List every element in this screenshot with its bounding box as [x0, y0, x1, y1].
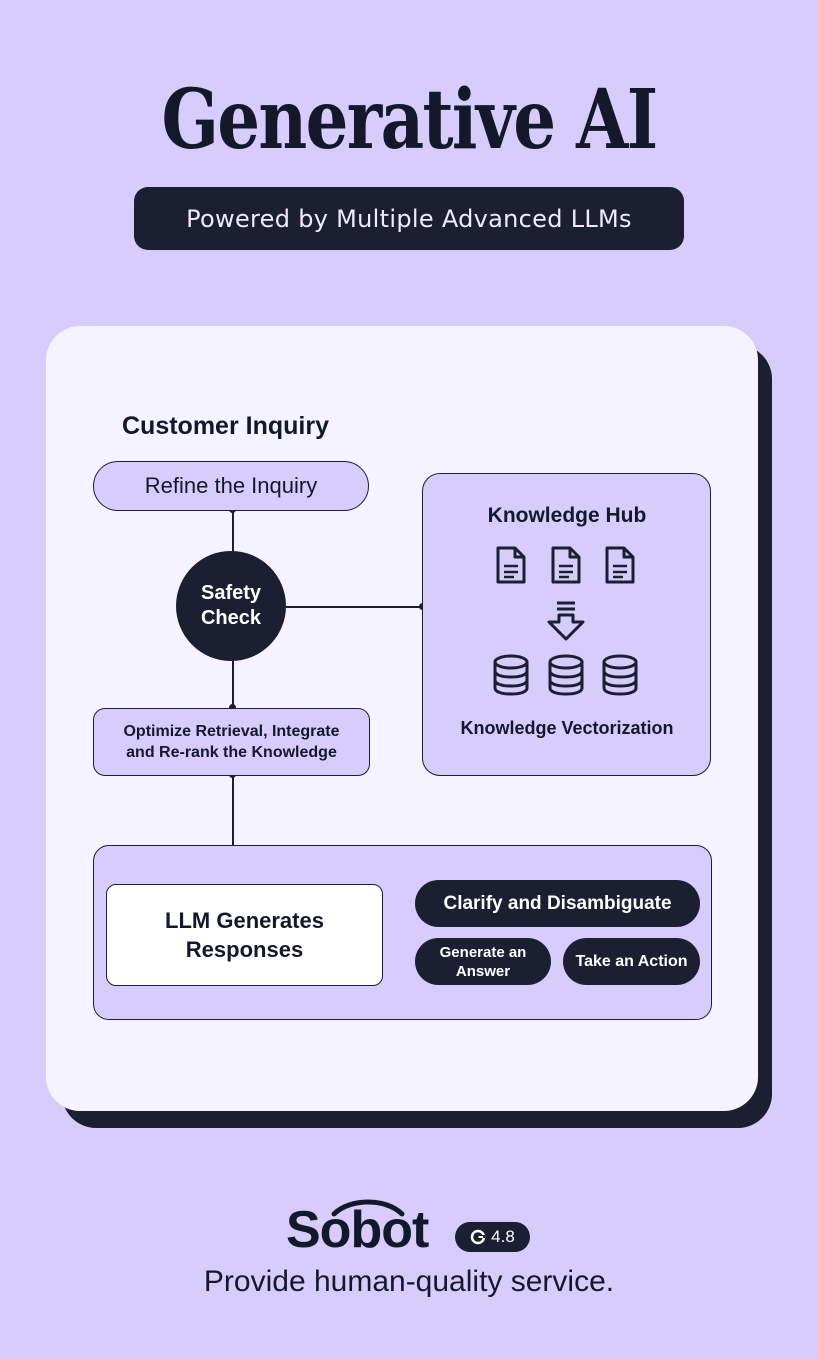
page-title: Generative AI — [161, 72, 658, 168]
document-icon — [496, 546, 526, 584]
take-action-label: Take an Action — [575, 952, 688, 970]
connector-safety-optimize — [232, 660, 234, 708]
optimize-line2: and Re-rank the Knowledge — [126, 744, 337, 761]
connector-optimize-llm — [232, 774, 234, 884]
optimize-retrieval-node: Optimize Retrieval, Integrate and Re-ran… — [93, 708, 370, 776]
safety-check-line2: Check — [200, 607, 262, 629]
safety-check-line1: Safety — [200, 582, 262, 604]
knowledge-hub-panel — [422, 473, 711, 776]
arrow-down-icon — [547, 601, 585, 641]
generate-line2: Answer — [455, 962, 511, 980]
customer-inquiry-heading: Customer Inquiry — [122, 412, 329, 440]
llm-line2: Responses — [185, 937, 304, 962]
connector-refine-safety — [232, 509, 234, 553]
database-icon — [493, 654, 529, 696]
connector-safety-hub — [286, 606, 423, 608]
database-icon — [548, 654, 584, 696]
subtitle-text: Powered by Multiple Advanced LLMs — [186, 204, 632, 233]
knowledge-hub-title: Knowledge Hub — [487, 504, 647, 527]
generate-line1: Generate an — [439, 943, 527, 961]
knowledge-vectorization-label: Knowledge Vectorization — [460, 718, 674, 738]
take-action-pill: Take an Action — [563, 938, 700, 985]
optimize-line1: Optimize Retrieval, Integrate — [123, 723, 340, 740]
llm-line1: LLM Generates — [165, 908, 324, 933]
clarify-pill: Clarify and Disambiguate — [415, 880, 700, 927]
rating-value: 4.8 — [491, 1227, 515, 1246]
subtitle-banner: Powered by Multiple Advanced LLMs — [134, 187, 684, 250]
logo-arc-icon — [331, 1199, 405, 1217]
refine-inquiry-node: Refine the Inquiry — [93, 461, 369, 511]
document-icon — [551, 546, 581, 584]
g2-icon — [470, 1229, 486, 1245]
clarify-label: Clarify and Disambiguate — [443, 892, 672, 914]
rating-badge: 4.8 — [455, 1222, 530, 1252]
refine-inquiry-label: Refine the Inquiry — [144, 473, 318, 498]
safety-check-node: Safety Check — [176, 551, 286, 661]
brand-logo: Sobot — [286, 1201, 429, 1259]
connector-dot — [229, 704, 236, 711]
database-icon — [602, 654, 638, 696]
llm-generates-node: LLM Generates Responses — [106, 884, 383, 986]
tagline: Provide human-quality service. — [203, 1265, 615, 1298]
document-icon — [605, 546, 635, 584]
generate-answer-pill: Generate an Answer — [415, 938, 551, 985]
